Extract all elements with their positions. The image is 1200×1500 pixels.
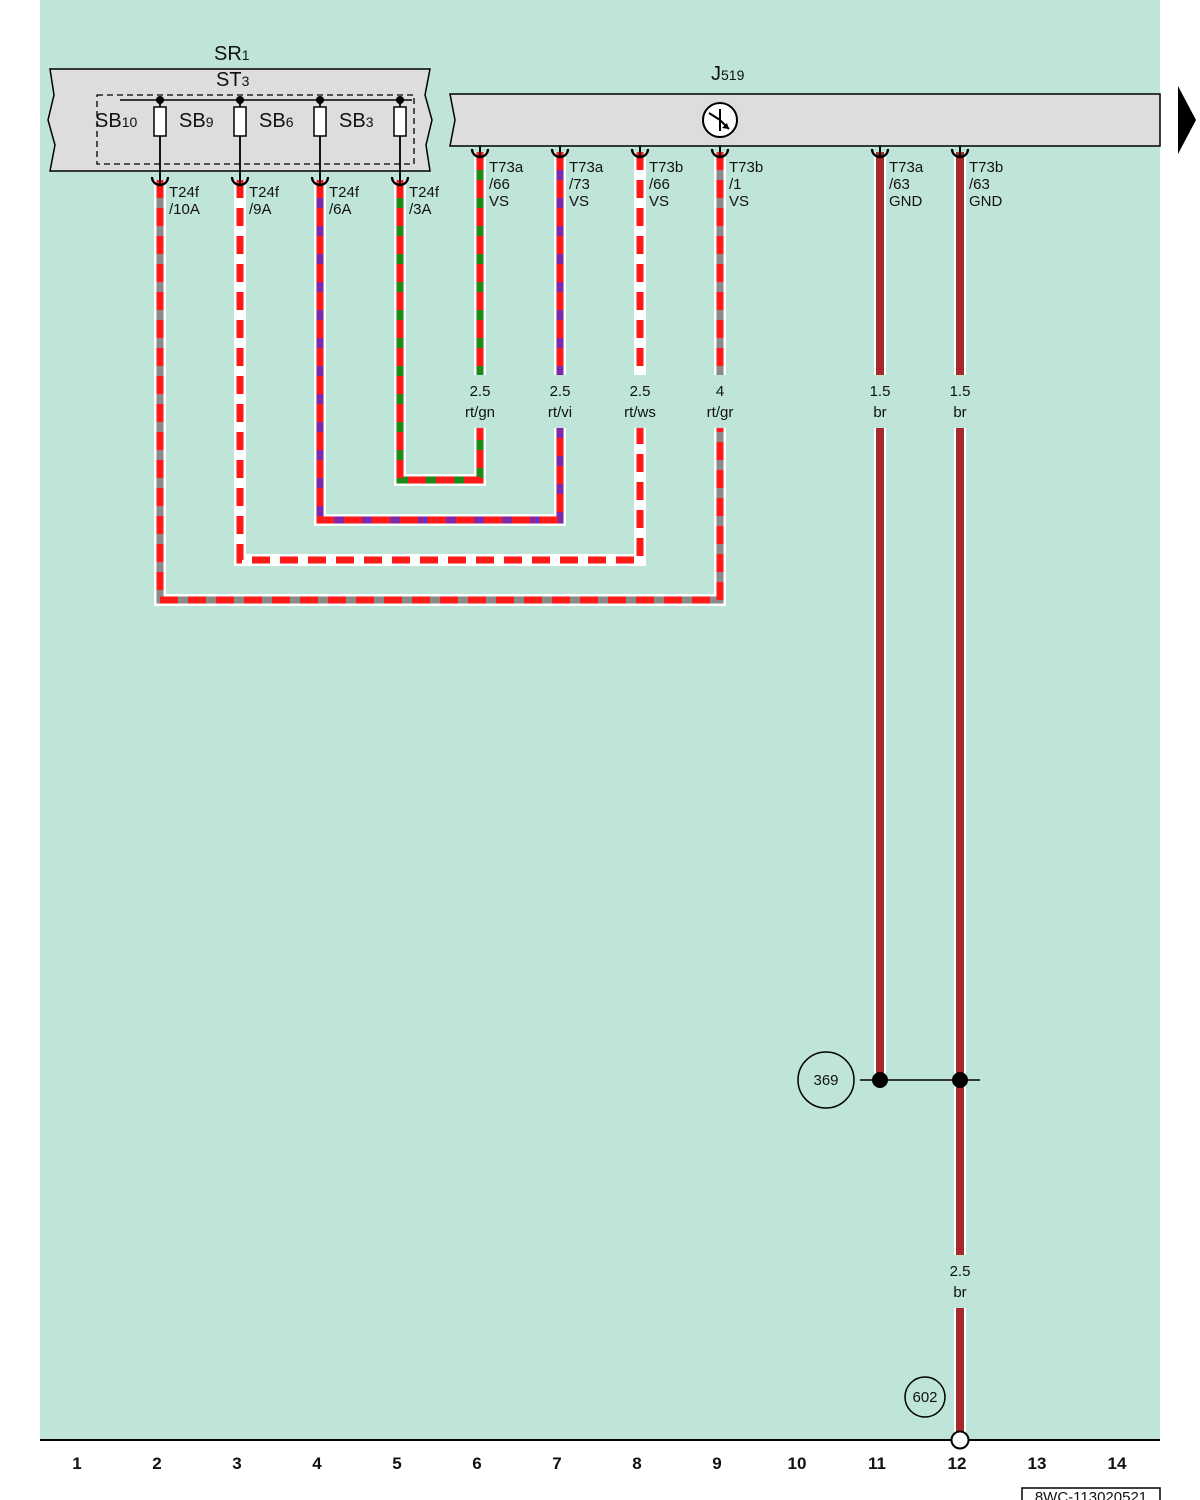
footer-code: 8WC-113020521 bbox=[1035, 1489, 1147, 1500]
column-number: 8 bbox=[632, 1454, 641, 1473]
splice-369[interactable]: 369 bbox=[797, 1051, 980, 1109]
connector-pin-icon bbox=[310, 174, 330, 187]
column-number: 11 bbox=[868, 1454, 886, 1473]
connector-pin-icon bbox=[550, 146, 570, 159]
column-number: 9 bbox=[712, 1454, 721, 1473]
splice-dot bbox=[952, 1072, 968, 1088]
column-number: 7 bbox=[552, 1454, 561, 1473]
connector-pin-icon bbox=[630, 146, 650, 159]
connectors-layer bbox=[150, 146, 970, 187]
ground-602[interactable]: 602 bbox=[904, 1376, 946, 1418]
wire-rt-vi-lower bbox=[314, 180, 566, 526]
connector-pin-icon bbox=[470, 146, 490, 159]
wire-color-label: rt/gn bbox=[465, 404, 495, 421]
connector-pin-icon bbox=[950, 146, 970, 159]
wire-color-label: rt/gr bbox=[707, 404, 734, 421]
column-number: 5 bbox=[392, 1454, 401, 1473]
wire-color-label: br bbox=[953, 1284, 966, 1301]
wire-size-label: 2.5 bbox=[470, 383, 491, 400]
fuse-label: SB6 bbox=[259, 110, 294, 132]
wire-size-label: 1.5 bbox=[870, 383, 891, 400]
module-label: J519 bbox=[711, 63, 745, 85]
pin-label: T24f/10A bbox=[169, 184, 200, 218]
column-number: 1 bbox=[72, 1454, 81, 1473]
wire-size-label: 2.5 bbox=[630, 383, 651, 400]
ground-reference-label: 602 bbox=[912, 1389, 937, 1406]
pin-label: T24f/9A bbox=[249, 184, 280, 218]
fuse-pin-labels: T24f/10A T24f/9A T24f/6A T24f/3A bbox=[169, 184, 440, 218]
wire-size-label: 4 bbox=[716, 383, 724, 400]
connector-pin-icon bbox=[870, 146, 890, 159]
diagram-background bbox=[40, 0, 1160, 1440]
wire-rt-gr-lower bbox=[154, 180, 726, 606]
module-outline bbox=[449, 93, 1161, 147]
fuse-icon[interactable] bbox=[313, 106, 327, 137]
fuse-strip-outline bbox=[96, 94, 415, 165]
fuse-box-sr1[interactable]: SR1 ST3 SB10 SB9 SB6 SB3 bbox=[47, 43, 433, 180]
fuse-label: SB10 bbox=[95, 110, 137, 132]
pin-label: T24f/3A bbox=[409, 184, 440, 218]
wire-size-label: 2.5 bbox=[950, 1263, 971, 1280]
wire-rt-ws-lower bbox=[234, 180, 646, 566]
wire-size-label: 2.5 bbox=[550, 383, 571, 400]
fuse-icon[interactable] bbox=[233, 106, 247, 137]
wire-color-label: rt/ws bbox=[624, 404, 656, 421]
fuse-icon[interactable] bbox=[393, 106, 407, 137]
column-number: 14 bbox=[1108, 1454, 1127, 1473]
wire-color-label: rt/vi bbox=[548, 404, 572, 421]
transistor-icon bbox=[702, 102, 738, 138]
wires-layer bbox=[154, 152, 966, 1438]
wire-size-label: 1.5 bbox=[950, 383, 971, 400]
ground-point-icon bbox=[950, 1430, 970, 1450]
wire-color-label: br bbox=[873, 404, 886, 421]
fuses-group: SB10 SB9 SB6 SB3 bbox=[95, 96, 407, 180]
module-j519[interactable]: J519 bbox=[449, 63, 1196, 154]
fuse-box-label: SR1 bbox=[214, 43, 250, 65]
splice-dot bbox=[872, 1072, 888, 1088]
connector-pin-icon bbox=[390, 174, 410, 187]
column-number: 10 bbox=[788, 1454, 807, 1473]
column-number: 6 bbox=[472, 1454, 481, 1473]
footer-code-box: 8WC-113020521 bbox=[1021, 1487, 1161, 1500]
connector-pin-icon bbox=[150, 174, 170, 187]
column-number: 2 bbox=[152, 1454, 161, 1473]
wire-rt-gn-lower bbox=[394, 180, 486, 486]
column-number: 12 bbox=[948, 1454, 967, 1473]
connector-pin-icon bbox=[230, 174, 250, 187]
pin-label: T24f/6A bbox=[329, 184, 360, 218]
wire-labels: 2.5 rt/gn 2.5 rt/vi 2.5 rt/ws 4 rt/gr 1.… bbox=[465, 383, 970, 1301]
connector-pin-icon bbox=[710, 146, 730, 159]
column-number: 3 bbox=[232, 1454, 241, 1473]
wire-color-label: br bbox=[953, 404, 966, 421]
column-number: 4 bbox=[312, 1454, 322, 1473]
fuse-icon[interactable] bbox=[153, 106, 167, 137]
reference-circle bbox=[904, 1376, 946, 1418]
fuse-label: SB9 bbox=[179, 110, 214, 132]
column-number: 13 bbox=[1028, 1454, 1047, 1473]
fuse-strip-label: ST3 bbox=[216, 69, 250, 91]
continuation-arrow-icon bbox=[1178, 86, 1196, 154]
column-numbers: 1 2 3 4 5 6 7 8 9 10 11 12 13 14 bbox=[72, 1454, 1127, 1473]
reference-circle bbox=[797, 1051, 855, 1109]
fuse-label: SB3 bbox=[339, 110, 374, 132]
splice-reference-label: 369 bbox=[813, 1072, 838, 1089]
